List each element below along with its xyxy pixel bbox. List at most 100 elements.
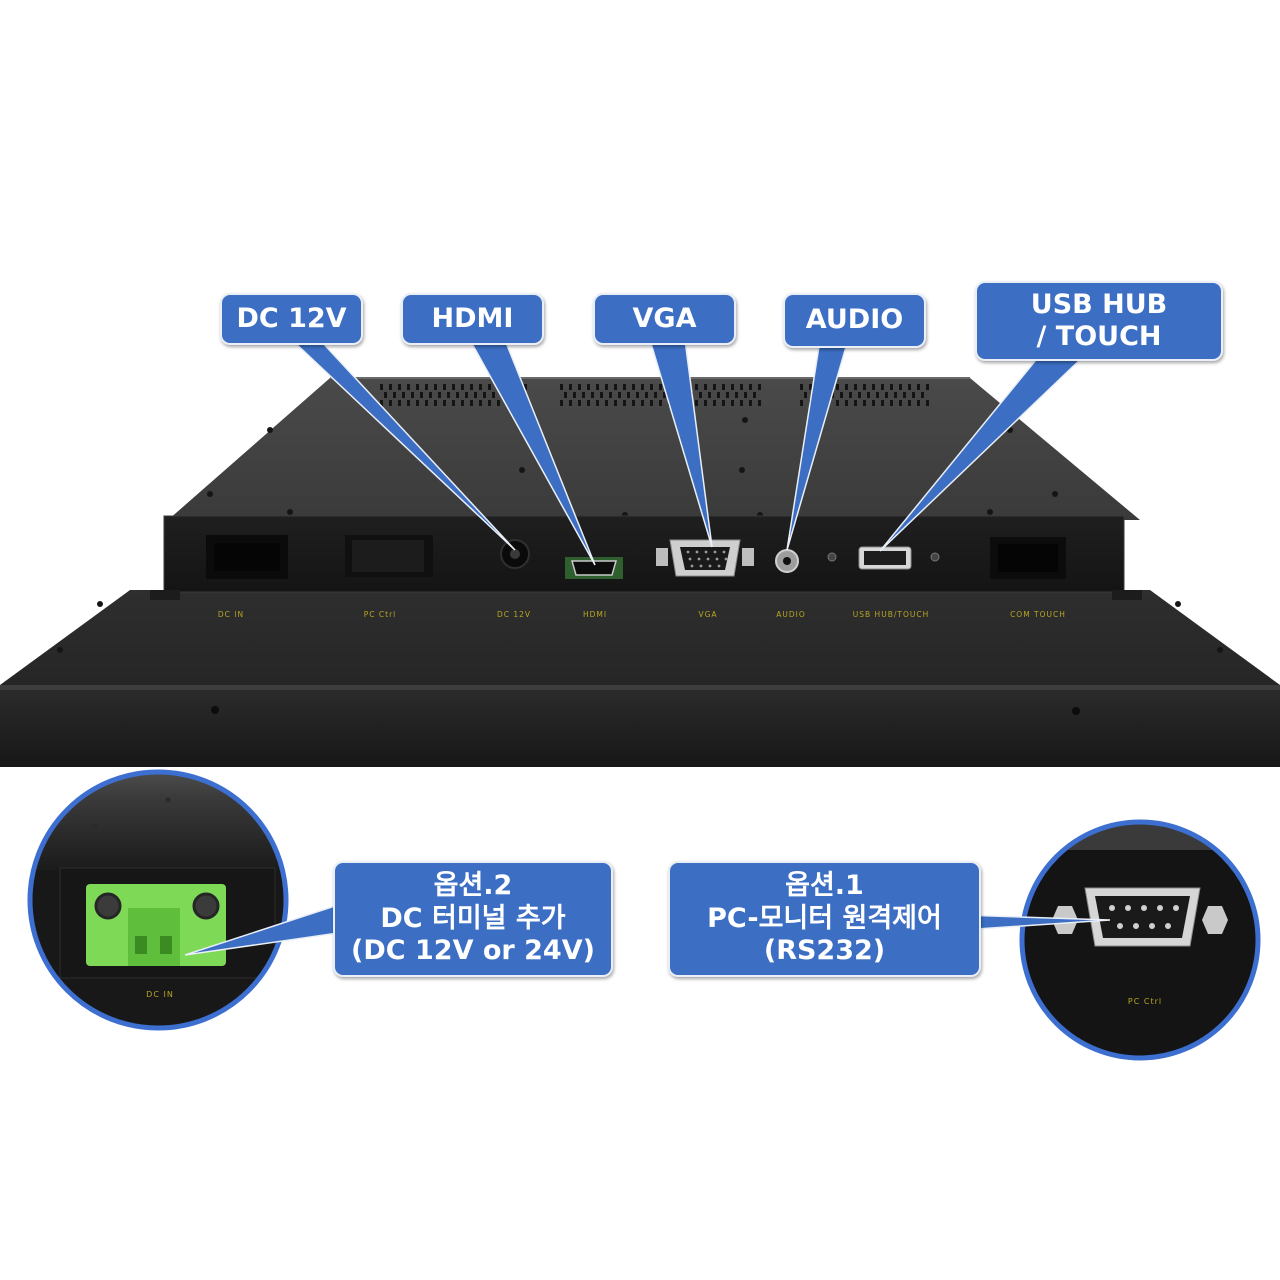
vent-slot	[894, 392, 897, 398]
vent-slot	[704, 384, 707, 390]
vent-slot	[452, 400, 455, 406]
vent-slot	[726, 392, 729, 398]
screw-hole	[287, 509, 293, 515]
vent-slot	[429, 392, 432, 398]
vent-slot	[434, 384, 437, 390]
vent-slot	[663, 392, 666, 398]
vent-slot	[858, 392, 861, 398]
vent-slot	[618, 392, 621, 398]
vent-slot	[872, 384, 875, 390]
vent-slot	[578, 384, 581, 390]
vent-slot	[912, 392, 915, 398]
callout-audio: AUDIO	[783, 293, 926, 348]
callout-usb-line1: USB HUB	[1030, 288, 1168, 320]
vent-slot	[380, 400, 383, 406]
screw-hole	[207, 491, 213, 497]
status-led-right	[930, 552, 940, 562]
vent-slot	[470, 384, 473, 390]
vga-pin	[704, 550, 708, 554]
vent-slot	[456, 392, 459, 398]
vent-slot	[899, 384, 902, 390]
vent-slot	[849, 392, 852, 398]
screw-hole	[1175, 601, 1181, 607]
screw-hole	[57, 647, 63, 653]
io-panel	[150, 515, 1142, 600]
vga-pin	[713, 550, 717, 554]
callout-vga: VGA	[593, 293, 736, 345]
vent-slot	[836, 400, 839, 406]
vent-slot	[708, 392, 711, 398]
panel-label-dc-in: DC IN	[218, 610, 244, 619]
vent-slot	[740, 400, 743, 406]
vent-slot	[605, 400, 608, 406]
vent-slot	[654, 392, 657, 398]
vent-slot	[645, 392, 648, 398]
vga-pin	[706, 557, 710, 561]
panel-label-hdmi: HDMI	[583, 610, 607, 619]
vent-slot	[641, 384, 644, 390]
vent-slot	[881, 400, 884, 406]
vent-slot	[908, 384, 911, 390]
vent-slot	[840, 392, 843, 398]
dc-in-port-cover	[206, 535, 288, 579]
vent-slot	[863, 400, 866, 406]
dc-12v-jack	[500, 539, 530, 569]
hdmi-port	[565, 557, 623, 579]
vent-slot	[425, 400, 428, 406]
vent-slot	[749, 384, 752, 390]
zoom-label-pc-ctrl: PC Ctrl	[1128, 997, 1162, 1006]
vent-slot	[443, 384, 446, 390]
panel-label-audio: AUDIO	[776, 610, 806, 619]
vga-pin	[695, 550, 699, 554]
vent-slot	[867, 392, 870, 398]
callout-option2: 옵션.2 DC 터미널 추가 (DC 12V or 24V)	[333, 861, 613, 977]
vent-slot	[636, 392, 639, 398]
bezel-screw-left	[211, 706, 219, 714]
vga-pin	[708, 564, 712, 568]
chassis-front-bezel	[0, 685, 1280, 767]
vent-slot	[569, 400, 572, 406]
vent-slot	[609, 392, 612, 398]
vent-slot	[560, 384, 563, 390]
vent-slot	[470, 400, 473, 406]
vent-slot	[627, 392, 630, 398]
vent-slot	[474, 392, 477, 398]
vent-slot	[614, 384, 617, 390]
callout-option1: 옵션.1 PC-모니터 원격제어 (RS232)	[668, 861, 981, 977]
callout-pointers	[184, 339, 1111, 956]
screw-hole	[987, 509, 993, 515]
db9-pin	[1173, 905, 1179, 911]
vent-slot	[695, 400, 698, 406]
vent-slot	[384, 392, 387, 398]
vent-slot	[596, 400, 599, 406]
panel-label-usb-hub-touch: USB HUB/TOUCH	[853, 610, 929, 619]
vent-slot	[659, 384, 662, 390]
vent-slot	[497, 400, 500, 406]
vent-slot	[398, 400, 401, 406]
callout-dc-12v-text: DC 12V	[236, 302, 347, 334]
vent-slot	[632, 384, 635, 390]
vga-pin	[699, 564, 703, 568]
vent-slot	[425, 384, 428, 390]
vent-slot	[582, 392, 585, 398]
vga-pin	[690, 564, 694, 568]
vent-slot	[845, 400, 848, 406]
vent-slot	[438, 392, 441, 398]
vent-slot	[903, 392, 906, 398]
db9-pin	[1109, 905, 1115, 911]
screw-hole	[1052, 491, 1058, 497]
vent-slot	[483, 392, 486, 398]
vent-slot	[488, 384, 491, 390]
callout-hdmi-text: HDMI	[431, 302, 514, 334]
vent-slot	[854, 400, 857, 406]
vent-slot	[524, 384, 527, 390]
screw-hole	[97, 601, 103, 607]
vent-slot	[863, 384, 866, 390]
audio-jack	[775, 549, 799, 573]
callout-vga-text: VGA	[632, 302, 697, 334]
vent-slot	[917, 384, 920, 390]
vent-slot	[917, 400, 920, 406]
vent-slot	[704, 400, 707, 406]
vent-slot	[447, 392, 450, 398]
vent-slot	[749, 400, 752, 406]
